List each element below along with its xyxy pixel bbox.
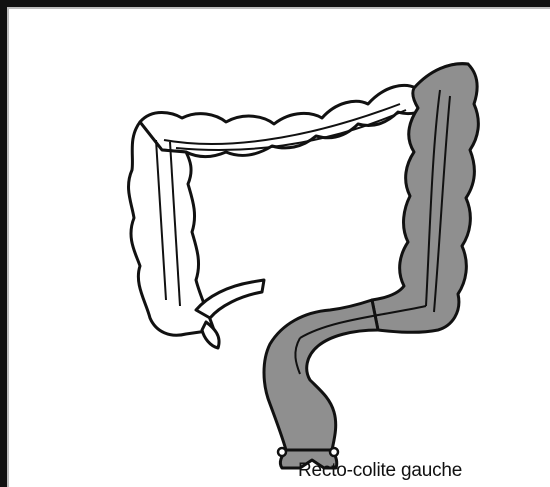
cecum bbox=[202, 322, 219, 348]
sigmoid-colon bbox=[264, 300, 378, 450]
figure-caption: Recto-colite gauche bbox=[298, 460, 462, 482]
appendix bbox=[196, 280, 264, 318]
